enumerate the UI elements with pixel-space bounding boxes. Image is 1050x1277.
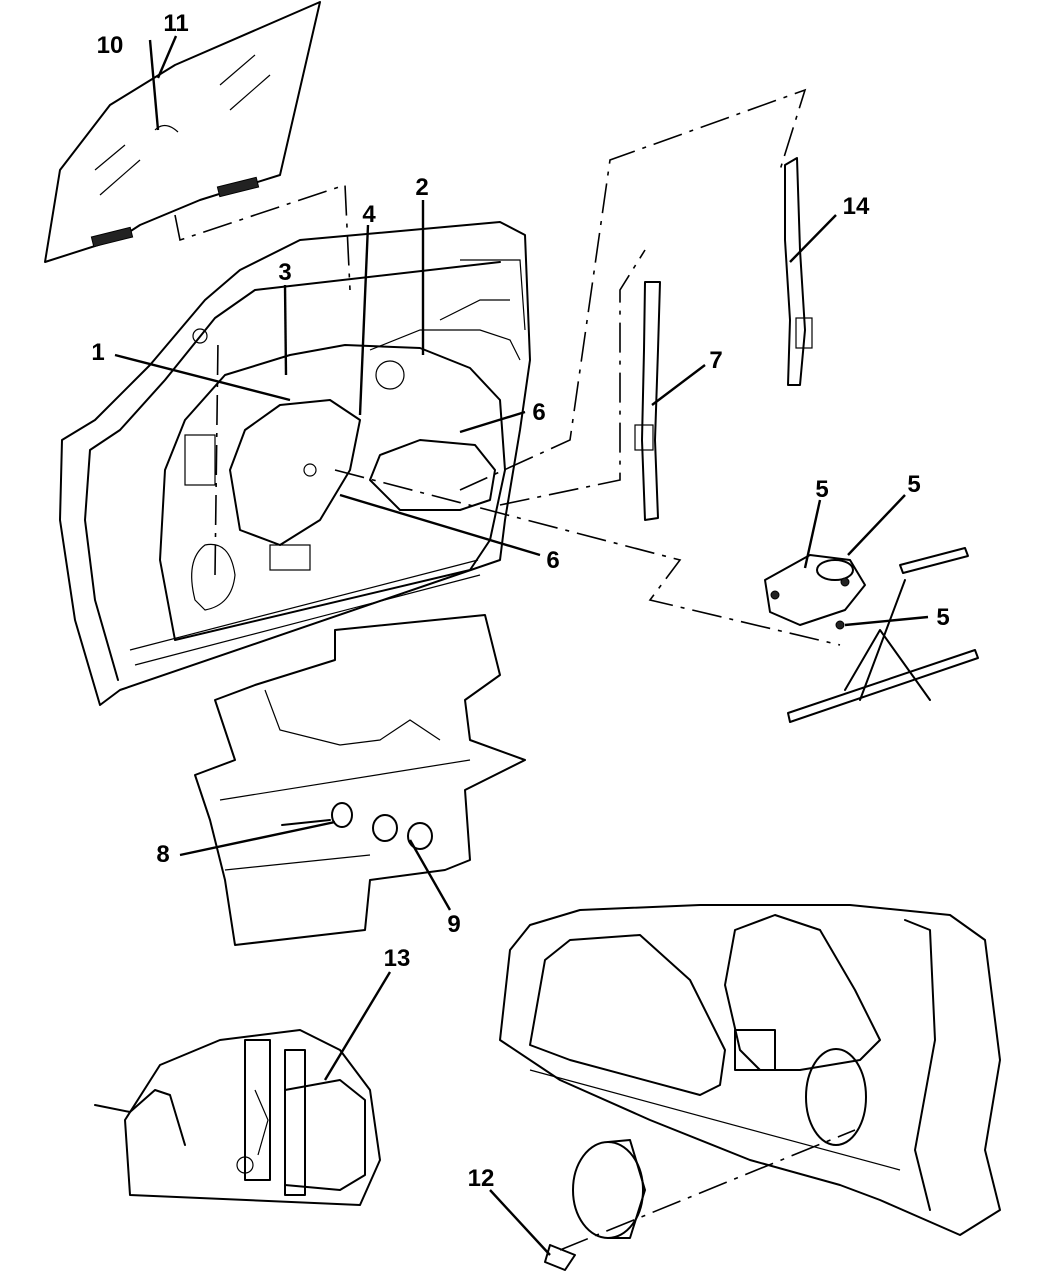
leader-7 bbox=[651, 364, 706, 406]
leader-4 bbox=[358, 224, 370, 416]
leader-6a bbox=[459, 410, 526, 434]
leader-5a bbox=[803, 499, 822, 569]
callout-5a: 5 bbox=[815, 476, 828, 503]
callout-12: 12 bbox=[468, 1165, 495, 1192]
leader-10 bbox=[148, 39, 160, 131]
leader-14 bbox=[789, 214, 837, 263]
callout-1: 1 bbox=[91, 339, 104, 366]
glass-run-channel bbox=[634, 281, 661, 521]
leader-12 bbox=[489, 1189, 551, 1256]
callout-13: 13 bbox=[384, 945, 411, 972]
leader-9 bbox=[408, 839, 452, 911]
callout-3: 3 bbox=[278, 259, 291, 286]
door-glass bbox=[44, 1, 321, 263]
callout-labels: 10 11 1 2 3 4 6 6 7 8 9 12 13 14 5 5 5 bbox=[91, 10, 949, 1192]
bushing-parts bbox=[281, 802, 433, 850]
speaker-cover bbox=[544, 1139, 646, 1271]
leader-6b bbox=[339, 493, 541, 557]
callout-5c: 5 bbox=[936, 604, 949, 631]
leader-8 bbox=[179, 820, 336, 857]
door-inner-panel bbox=[59, 221, 531, 706]
door-lower-right-view bbox=[499, 904, 1001, 1236]
leader-1 bbox=[114, 353, 291, 402]
callout-6b: 6 bbox=[546, 547, 559, 574]
leader-3 bbox=[283, 284, 288, 376]
handle-assembly bbox=[94, 1029, 381, 1206]
exploded-view-lines bbox=[174, 88, 856, 1251]
callout-9: 9 bbox=[447, 911, 460, 938]
leader-5c bbox=[844, 615, 929, 627]
callout-11: 11 bbox=[163, 10, 188, 37]
callout-8: 8 bbox=[156, 841, 169, 868]
callout-7: 7 bbox=[709, 347, 722, 374]
window-regulator bbox=[764, 547, 979, 723]
callout-6a: 6 bbox=[532, 399, 545, 426]
leader-11 bbox=[156, 35, 178, 79]
leader-13 bbox=[323, 971, 392, 1081]
leader-lines bbox=[114, 35, 929, 1256]
callout-4: 4 bbox=[362, 201, 376, 228]
callout-14: 14 bbox=[843, 193, 870, 220]
leader-5b bbox=[847, 494, 906, 556]
callout-5b: 5 bbox=[907, 471, 920, 498]
callout-2: 2 bbox=[415, 174, 428, 201]
rear-glass-channel bbox=[784, 157, 813, 386]
door-trim-panel bbox=[194, 614, 526, 946]
callout-10: 10 bbox=[97, 32, 124, 59]
